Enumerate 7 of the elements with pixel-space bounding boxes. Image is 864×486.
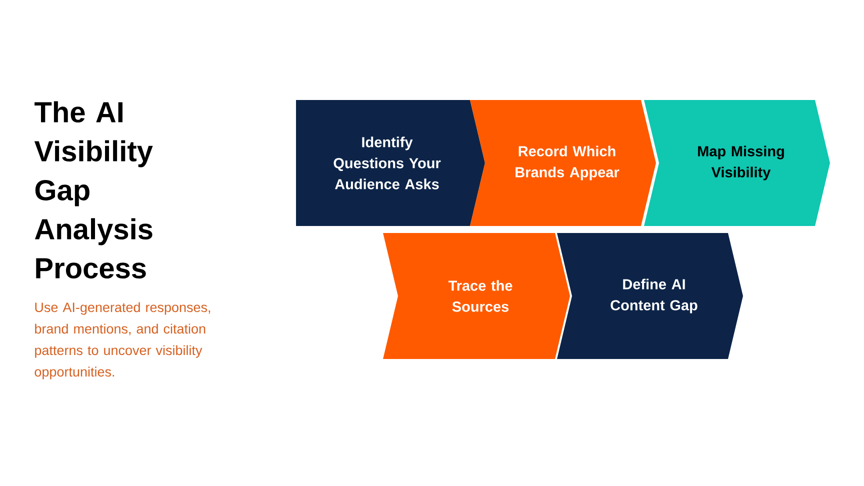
chevron-box: Define AI Content Gap <box>557 233 743 359</box>
chevron-box: Map Missing Visibility <box>644 100 830 226</box>
subtitle: Use AI-generated responses, brand mentions, and citation patterns to uncover visibility opportunities. <box>34 302 210 380</box>
chevron-box: Record Which Brands Appear <box>470 100 656 226</box>
chevron-box: Trace the Sources <box>383 233 570 359</box>
title: The AI Visibility Gap Analysis Process <box>34 101 153 278</box>
chevron-box: Identify Questions Your Audience Asks <box>296 100 485 226</box>
